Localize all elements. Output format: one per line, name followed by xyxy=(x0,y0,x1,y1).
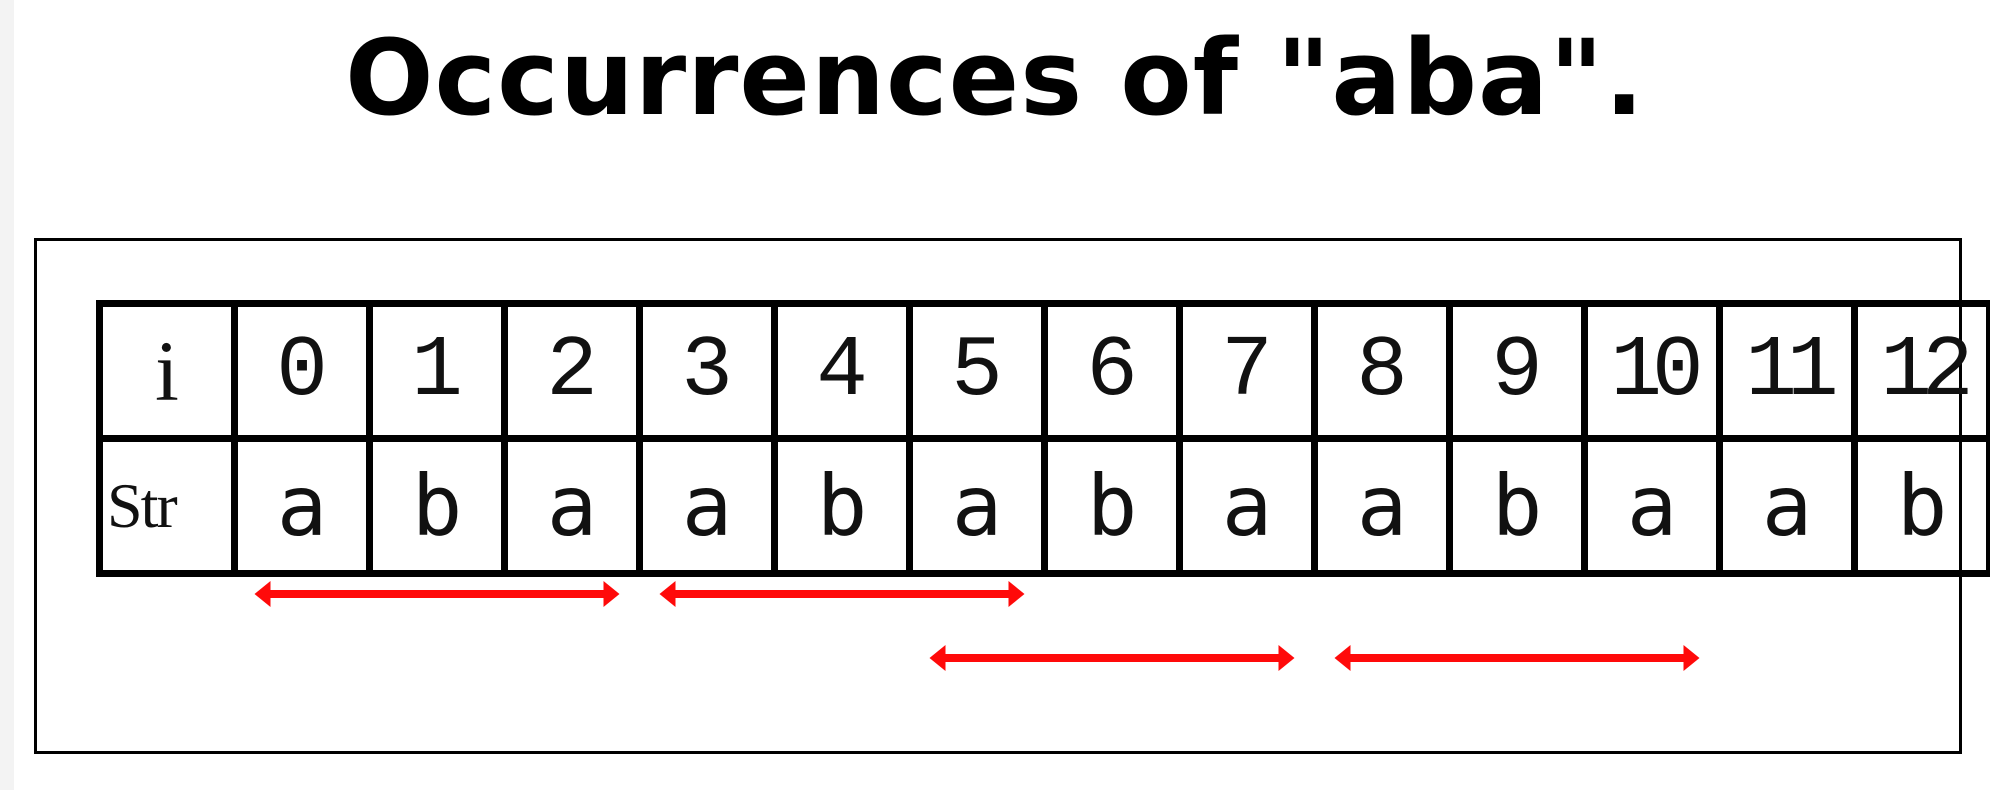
string-row-header: Str xyxy=(96,435,238,577)
index-cell: 5 xyxy=(906,300,1048,442)
index-string-table: i 0 1 2 3 4 5 6 7 8 9 10 11 12 Str a b a… xyxy=(96,300,1990,577)
index-cell: 3 xyxy=(636,300,778,442)
string-row: Str a b a a b a b a a b a a b xyxy=(96,435,1990,577)
char-cell: a xyxy=(501,435,643,577)
index-cell: 8 xyxy=(1311,300,1453,442)
char-cell: a xyxy=(1716,435,1858,577)
char-cell: a xyxy=(1176,435,1318,577)
char-cell: a xyxy=(231,435,373,577)
index-cell: 1 xyxy=(366,300,508,442)
index-cell: 4 xyxy=(771,300,913,442)
char-cell: a xyxy=(906,435,1048,577)
index-cell: 7 xyxy=(1176,300,1318,442)
index-cell: 10 xyxy=(1581,300,1723,442)
index-cell: 6 xyxy=(1041,300,1183,442)
index-cell: 2 xyxy=(501,300,643,442)
left-edge-strip xyxy=(0,0,14,790)
char-cell: b xyxy=(1446,435,1588,577)
char-cell: a xyxy=(636,435,778,577)
char-cell: a xyxy=(1581,435,1723,577)
slide-title: Occurrences of "aba". xyxy=(345,17,1645,139)
index-row-header: i xyxy=(96,300,238,442)
char-cell: b xyxy=(366,435,508,577)
index-cell: 12 xyxy=(1851,300,1990,442)
char-cell: b xyxy=(1041,435,1183,577)
char-cell: b xyxy=(1851,435,1990,577)
char-cell: a xyxy=(1311,435,1453,577)
index-cell: 11 xyxy=(1716,300,1858,442)
char-cell: b xyxy=(771,435,913,577)
index-cell: 9 xyxy=(1446,300,1588,442)
index-row: i 0 1 2 3 4 5 6 7 8 9 10 11 12 xyxy=(96,300,1990,442)
index-cell: 0 xyxy=(231,300,373,442)
